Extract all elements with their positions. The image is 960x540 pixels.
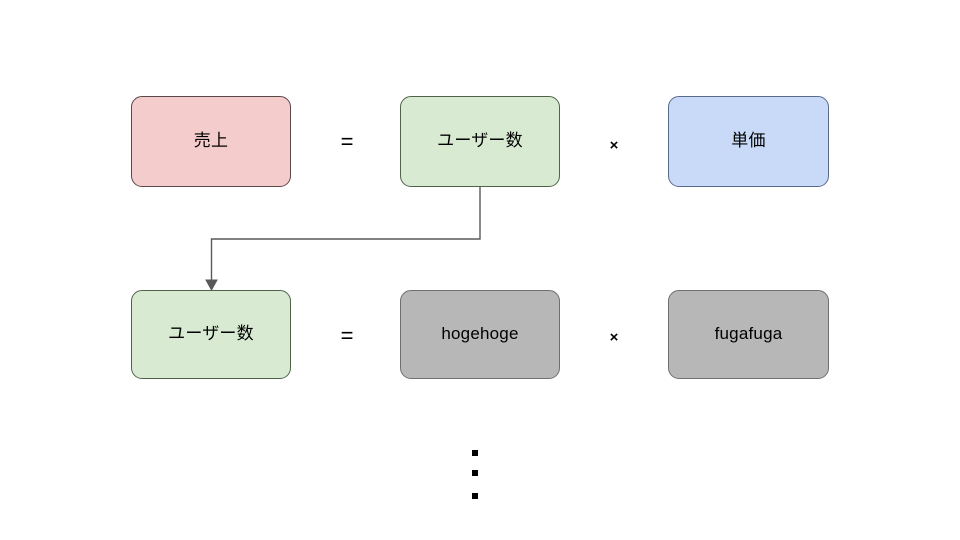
node-unit-price[interactable]: 単価 [668, 96, 829, 187]
ellipsis-dot [472, 450, 478, 456]
node-sales-label: 売上 [193, 131, 229, 151]
vertical-ellipsis-icon [470, 444, 484, 504]
operator-equals-top-label: = [340, 129, 354, 154]
node-fugafuga[interactable]: fugafuga [668, 290, 829, 379]
node-unit-price-label: 単価 [731, 131, 766, 151]
ellipsis-dot [472, 493, 478, 499]
operator-equals-bottom-label: = [340, 323, 354, 348]
ellipsis-dot [472, 470, 478, 476]
operator-multiply-top-label: × [609, 136, 619, 154]
elbow-connector-line [210, 187, 481, 281]
node-fugafuga-label: fugafuga [714, 324, 783, 344]
node-users-top[interactable]: ユーザー数 [400, 96, 560, 187]
operator-equals-bottom: = [331, 323, 363, 349]
node-users-top-label: ユーザー数 [437, 131, 523, 151]
arrowhead-icon [205, 279, 218, 292]
operator-multiply-top: × [601, 133, 627, 157]
node-sales[interactable]: 売上 [131, 96, 291, 187]
operator-multiply-bottom: × [601, 325, 627, 349]
node-users-bottom[interactable]: ユーザー数 [131, 290, 291, 379]
node-users-bottom-label: ユーザー数 [168, 324, 254, 344]
operator-multiply-bottom-label: × [609, 328, 619, 346]
node-hogehoge[interactable]: hogehoge [400, 290, 560, 379]
node-hogehoge-label: hogehoge [441, 324, 519, 344]
operator-equals-top: = [331, 129, 363, 155]
